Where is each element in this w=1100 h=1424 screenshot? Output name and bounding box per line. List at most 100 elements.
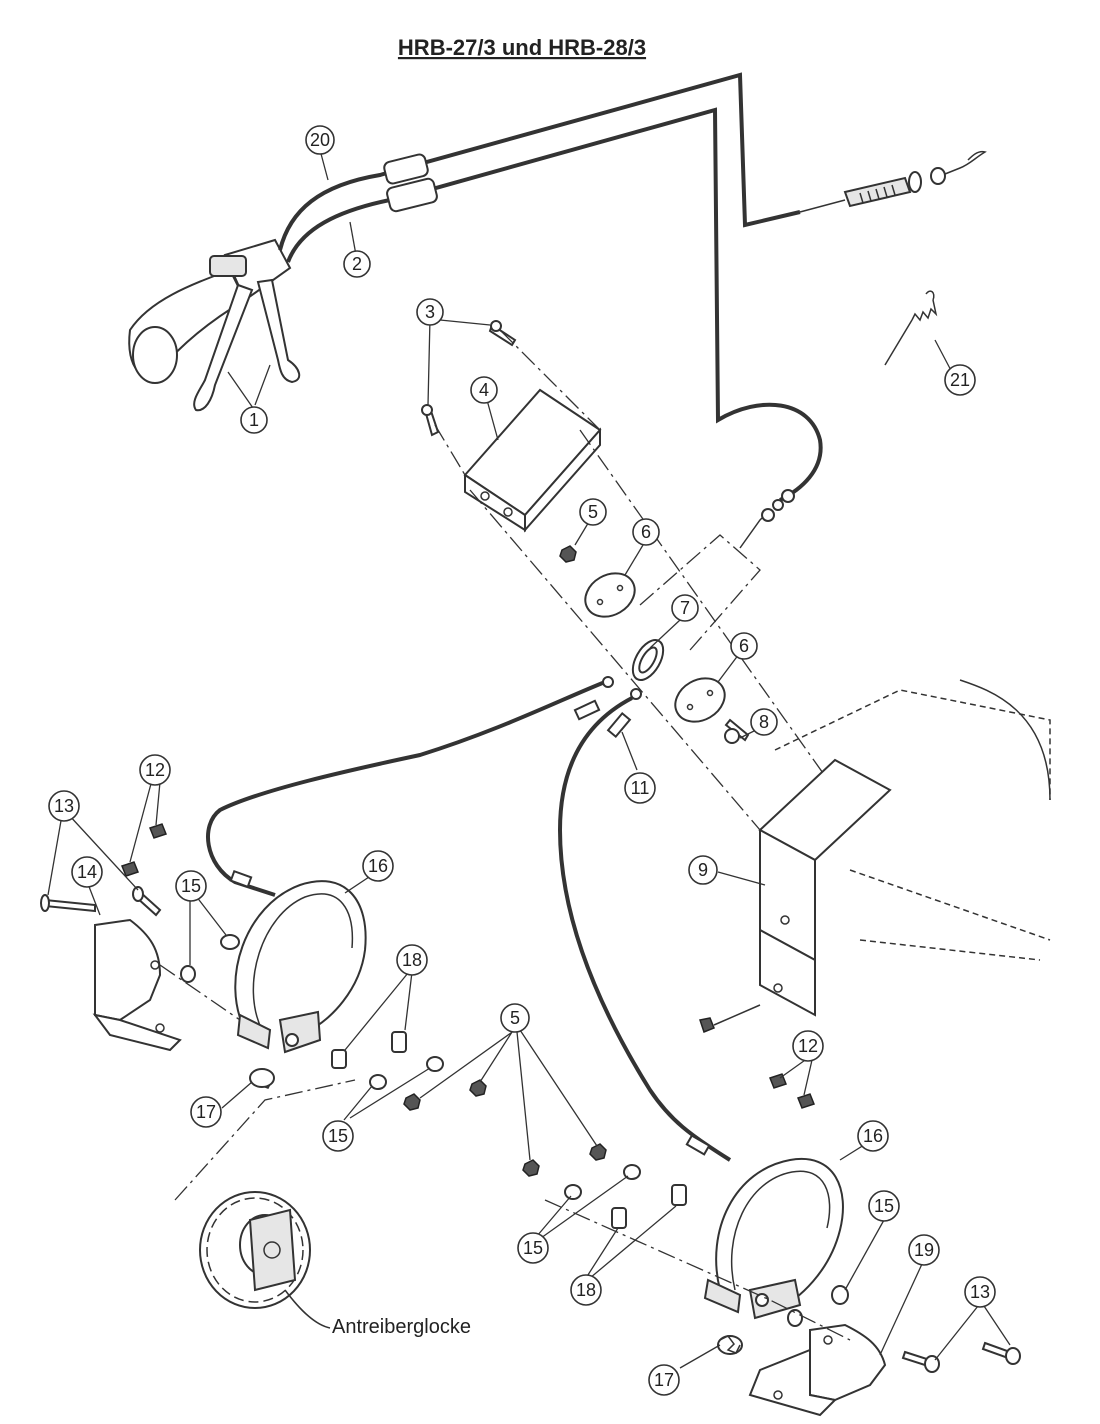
spring-17-left [249,1068,275,1089]
svg-text:20: 20 [310,130,330,150]
callout-21: 21 [944,364,976,396]
callout-16-right: 16 [857,1120,889,1152]
brake-band-16-right [703,1157,844,1320]
control-cable-20 [278,72,801,251]
plate-6-lower [674,677,726,723]
washers-15-left [180,934,240,983]
svg-text:6: 6 [739,636,749,656]
washers-15-right-lower [787,1285,849,1327]
callout-5-upper: 5 [579,498,607,526]
nuts-5-left [403,1079,487,1111]
screw-8 [724,718,750,744]
bracket-14 [92,918,182,1052]
svg-text:5: 5 [588,502,598,522]
svg-text:5: 5 [510,1008,520,1028]
callout-6-upper: 6 [632,518,660,546]
centerline-left-brake [174,1079,356,1201]
cable-end-spring [799,150,987,213]
callout-14: 14 [71,856,103,888]
svg-text:9: 9 [698,860,708,880]
callout-17-right: 17 [648,1364,680,1396]
callout-16-left: 16 [362,850,394,882]
pivot-block-4 [463,388,602,533]
brake-cable-11-right [557,688,732,1162]
callout-3: 3 [416,298,444,326]
drive-drum-label: Antreiberglocke [332,1316,471,1338]
svg-text:3: 3 [425,302,435,322]
callout-19: 19 [908,1234,940,1266]
bolts-12-right [769,1073,815,1109]
callout-15-mid: 15 [322,1120,354,1152]
callout-4: 4 [470,376,498,404]
washers-15-right [564,1164,641,1200]
callout-13-right: 13 [964,1276,996,1308]
svg-text:15: 15 [181,876,201,896]
brake-cable-11-left [206,676,614,897]
spacer-18-left [331,1031,407,1069]
callout-8: 8 [750,708,778,736]
svg-text:19: 19 [914,1240,934,1260]
svg-text:15: 15 [328,1126,348,1146]
spacers-18-right [611,1184,687,1229]
brake-band-16-left [234,880,367,1054]
leader-lines [47,149,1011,1369]
brake-lever-right [256,278,301,384]
svg-text:2: 2 [352,254,362,274]
svg-text:4: 4 [479,380,489,400]
svg-text:21: 21 [950,370,970,390]
svg-text:18: 18 [402,950,422,970]
callout-11: 11 [624,772,656,804]
machine-body-outline [774,679,1051,961]
pivot-pin-3-top [488,320,517,347]
svg-text:1: 1 [249,410,259,430]
callout-18-right: 18 [570,1274,602,1306]
svg-text:15: 15 [874,1196,894,1216]
cable-loop-7 [631,639,665,681]
diagram-title: HRB-27/3 und HRB-28/3 [398,35,646,60]
centerline-pin [434,424,466,476]
bolts-12-left [121,823,167,877]
callout-2: 2 [343,250,371,278]
svg-text:16: 16 [368,856,388,876]
svg-text:16: 16 [863,1126,883,1146]
screw-bracket-9 [699,1004,761,1033]
spring-21 [884,290,938,366]
callout-12-left: 12 [139,754,171,786]
block-centerline [469,489,761,831]
cable-connector-upper [739,489,795,549]
label-leader-drum [284,1289,331,1329]
svg-text:11: 11 [631,778,650,798]
callout-15-right: 15 [868,1190,900,1222]
callout-9: 9 [688,855,718,885]
plate-6-upper [584,572,636,618]
brake-lever-left [193,283,254,412]
callout-20: 20 [305,125,335,155]
washers-15-left-lower [369,1056,444,1090]
main-centerline [579,429,836,791]
svg-text:15: 15 [523,1238,543,1258]
pivot-pin-3-bottom [421,404,440,437]
callout-12-right: 12 [792,1030,824,1062]
callout-5-lower: 5 [500,1003,530,1033]
mounting-bracket-9 [758,758,892,1017]
bolt-13-left-a [40,894,96,913]
callout-6-lower: 6 [730,632,758,660]
callout-17-left: 17 [190,1096,222,1128]
callout-15-left: 15 [175,870,207,902]
svg-text:13: 13 [54,796,74,816]
svg-text:12: 12 [145,760,165,780]
centerline-bracket-14 [159,964,241,1021]
callout-7: 7 [671,594,699,622]
control-cable-2 [286,107,823,502]
svg-text:8: 8 [759,712,769,732]
dashed-frame [639,534,761,651]
callout-13-left: 13 [48,790,80,822]
handlebar-grip [128,238,292,384]
svg-text:7: 7 [680,598,690,618]
bolt-13-left-b [132,886,162,917]
nut-5-upper [559,545,577,563]
bracket-19 [748,1323,887,1417]
spring-17-right [717,1335,743,1355]
nuts-5-right [522,1143,607,1177]
